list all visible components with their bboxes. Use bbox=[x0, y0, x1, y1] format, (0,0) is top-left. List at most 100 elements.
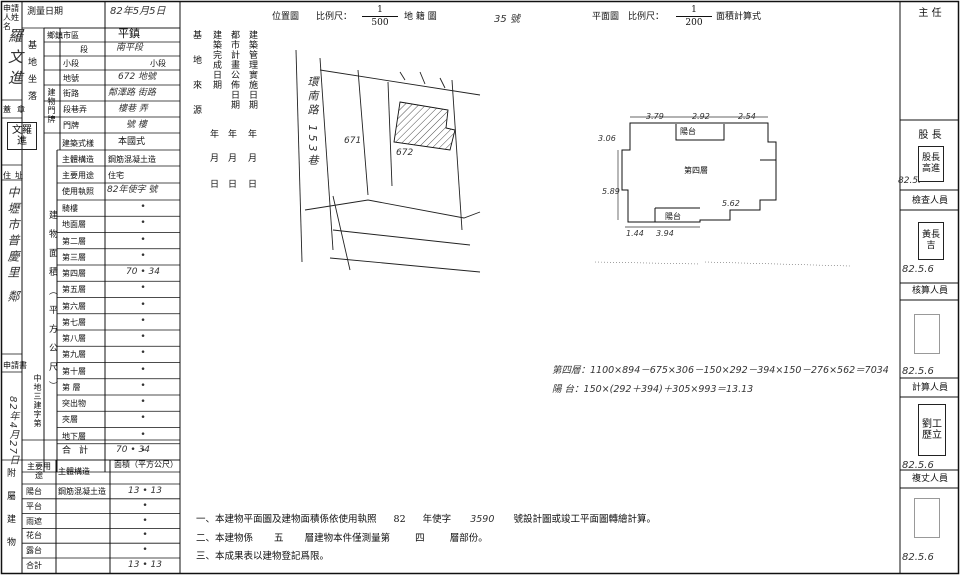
plan-scale-den: 200 bbox=[685, 18, 703, 28]
note-3: 三、本成果表以建物登記爲限。 bbox=[196, 551, 330, 562]
floor-name: 地下層 bbox=[62, 431, 86, 441]
floor-name: 第九層 bbox=[62, 350, 86, 360]
attached-area: 13 • 13 bbox=[128, 560, 162, 570]
floor-area-value: • bbox=[140, 413, 146, 424]
floor-name: 第十層 bbox=[62, 366, 86, 376]
attached-header-area: 面積（平方公尺） bbox=[114, 460, 178, 469]
checker-label: 檢查人員 bbox=[911, 196, 948, 206]
area-group: 建物面積（平方公尺） bbox=[47, 210, 57, 400]
floor-name: 突出物 bbox=[62, 399, 86, 408]
floor-name: 第三層 bbox=[62, 252, 86, 262]
floor-name: 第 層 bbox=[62, 382, 81, 392]
section: 南平段 bbox=[116, 43, 144, 53]
plan-dim-lines bbox=[617, 116, 768, 228]
note-1: 一、本建物平面圖及建物面積係依使用執照 82 年使字 3590 號設計圖或竣工平… bbox=[196, 514, 656, 525]
door-label: 門牌 bbox=[63, 121, 79, 130]
dim-379: 3.79 bbox=[646, 112, 664, 121]
attached-use: 平台 bbox=[26, 501, 42, 511]
computer-label: 計算人員 bbox=[911, 383, 948, 393]
attached-area: • bbox=[142, 500, 148, 511]
floor-name: 騎樓 bbox=[62, 204, 78, 213]
dim-562: 5.62 bbox=[722, 199, 740, 208]
use-label: 主要用途 bbox=[62, 171, 94, 180]
floor-area-value: • bbox=[140, 397, 146, 407]
attached-group: 附屬建物 bbox=[5, 468, 15, 560]
computer-date: 82.5.6 bbox=[902, 460, 934, 471]
permit: 82年使字 號 bbox=[107, 185, 158, 195]
drafter-stamp bbox=[914, 498, 940, 538]
computer-stamp: 劉工歷立 bbox=[918, 404, 946, 456]
chief-date: 82.5. bbox=[898, 176, 921, 186]
completion-date-label: 建築完成日期 bbox=[211, 30, 221, 90]
applicant-label: 申請人姓名 bbox=[3, 4, 19, 31]
district-label: 鄉鎮市區 bbox=[47, 31, 79, 40]
street-label: 街路 bbox=[63, 89, 79, 98]
floor-name: 夾層 bbox=[62, 415, 78, 425]
style: 本國式 bbox=[118, 137, 146, 147]
applicant-name: 羅文進 bbox=[6, 28, 24, 91]
attached-area: • bbox=[142, 545, 148, 556]
dim-306: 3.06 bbox=[598, 134, 616, 143]
plan-floor-name: 第四層 bbox=[684, 166, 708, 175]
district: 平鎮 bbox=[118, 27, 140, 40]
plan-calc-label: 面積計算式 bbox=[716, 12, 762, 22]
note-2: 二、本建物係 五 層建物本件僅測量第 四 層部份。 bbox=[196, 533, 488, 544]
floor-area-value: • bbox=[140, 364, 146, 375]
location-map-lines bbox=[295, 49, 481, 273]
floor-area-value: • bbox=[140, 348, 146, 359]
total-label: 合計 bbox=[62, 446, 97, 456]
attached-use: 花台 bbox=[26, 531, 42, 541]
seal-label: 蓋章 bbox=[3, 105, 31, 114]
date-ymd-mark: 月 bbox=[210, 154, 220, 164]
section-label: 段 bbox=[80, 45, 88, 54]
dim-589: 5.89 bbox=[602, 187, 620, 196]
floor-name: 第二層 bbox=[62, 236, 86, 246]
attached-use: 陽台 bbox=[26, 487, 42, 496]
lot: 672 地號 bbox=[118, 72, 157, 82]
alley: 樓巷 弄 bbox=[118, 104, 148, 114]
floor-area-value: 70 • 34 bbox=[126, 267, 160, 277]
attached-area: • bbox=[142, 530, 148, 541]
dim-394: 3.94 bbox=[656, 229, 674, 238]
date-ymd-mark: 日 bbox=[248, 180, 258, 190]
application-label: 申請書 bbox=[3, 361, 27, 370]
application-date: 82年4月27日 bbox=[7, 396, 18, 466]
calc-person-label: 核算人員 bbox=[911, 286, 948, 296]
base-source-label: 基地來源 bbox=[191, 30, 201, 130]
attached-area: 13 • 13 bbox=[128, 486, 162, 496]
floor-area-value: • bbox=[140, 299, 146, 310]
lot-label: 地號 bbox=[63, 74, 79, 83]
attached-header-use: 主要用途 bbox=[27, 462, 51, 480]
calc-person-stamp bbox=[914, 314, 940, 354]
checker-stamp: 黃長吉 bbox=[918, 222, 944, 260]
supervisor-label: 主 任 bbox=[918, 8, 942, 19]
calc-person-date: 82.5.6 bbox=[902, 366, 934, 377]
floor-area-value: • bbox=[140, 315, 146, 326]
floor-name: 第四層 bbox=[62, 269, 86, 278]
survey-date: 82年5月5日 bbox=[110, 6, 166, 17]
applicant-seal: 文羅 進 bbox=[7, 122, 37, 150]
building-door-group: 建物門牌 bbox=[47, 88, 56, 124]
floor-area-value: • bbox=[140, 234, 146, 245]
location-scale-num: 1 bbox=[362, 5, 398, 17]
street: 鄰澤路 街路 bbox=[108, 88, 156, 98]
chief-label: 股 長 bbox=[918, 130, 942, 141]
floor-area-value: • bbox=[140, 250, 146, 261]
floor-plan-outline bbox=[621, 122, 777, 223]
floor-area-value: • bbox=[140, 218, 146, 229]
structure-label: 主體構造 bbox=[62, 155, 94, 164]
drafter-label: 複丈人員 bbox=[911, 474, 948, 484]
floor-name: 第六層 bbox=[62, 301, 86, 311]
floor-area-value: • bbox=[140, 332, 146, 342]
floor-area-value: • bbox=[140, 283, 146, 294]
location-scale-den: 500 bbox=[371, 18, 389, 28]
address-label: 住址 bbox=[3, 171, 27, 180]
floor-area-value: • bbox=[140, 380, 146, 391]
attached-use: 露台 bbox=[26, 546, 42, 556]
location-title: 位置圖 bbox=[272, 12, 300, 22]
build-mgmt-date-label: 建築管理實施日期 bbox=[247, 30, 257, 110]
date-ymd-mark: 日 bbox=[210, 180, 220, 190]
date-ymd-mark: 年 bbox=[210, 130, 220, 140]
